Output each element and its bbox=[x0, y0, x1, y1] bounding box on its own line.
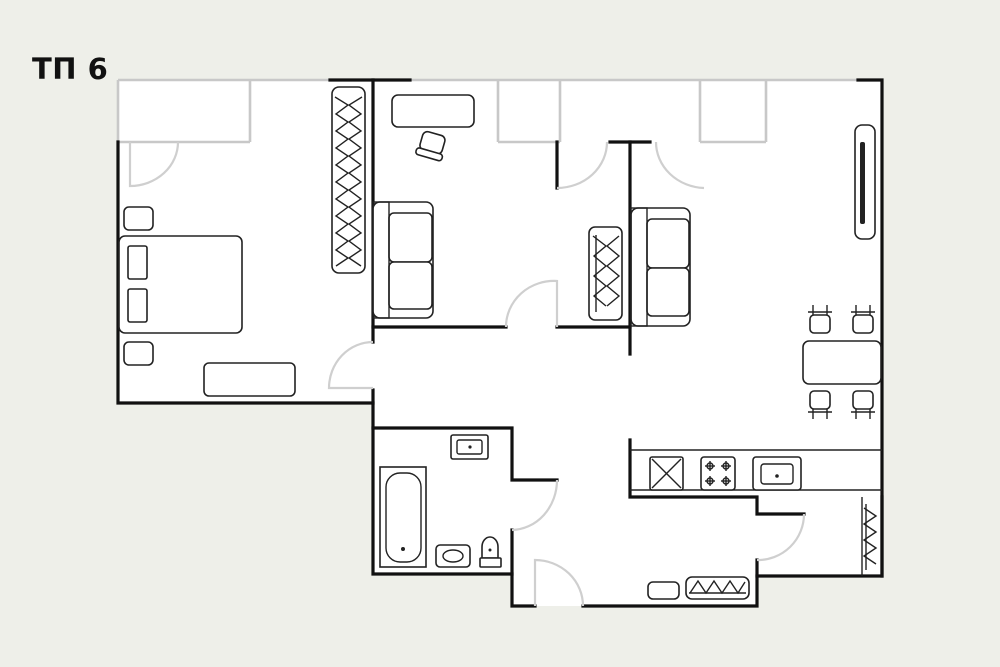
hallway-wardrobe bbox=[685, 576, 750, 600]
windows bbox=[116, 78, 858, 144]
stove bbox=[700, 456, 736, 491]
dishwasher bbox=[649, 456, 684, 491]
plan-title: ТП 6 bbox=[32, 52, 109, 86]
dining-chairs bbox=[808, 305, 875, 419]
kitchen-sink bbox=[752, 456, 802, 491]
doors bbox=[128, 141, 806, 607]
tv-stand bbox=[854, 124, 876, 240]
bathtub bbox=[379, 466, 427, 568]
desk bbox=[391, 94, 475, 128]
nightstand-top bbox=[123, 206, 154, 231]
wardrobe-bedroom bbox=[331, 86, 366, 274]
bidet bbox=[435, 544, 471, 568]
shoe-bench bbox=[647, 581, 680, 600]
nightstand-bottom bbox=[123, 341, 154, 366]
office-chair bbox=[415, 130, 446, 162]
sofa-living bbox=[630, 207, 691, 327]
wardrobe-study bbox=[588, 226, 623, 321]
toilet bbox=[479, 536, 502, 568]
walls bbox=[116, 78, 884, 608]
sofa-study bbox=[372, 201, 434, 319]
double-bed bbox=[118, 235, 243, 334]
right-closet bbox=[861, 497, 878, 576]
bathroom-sink bbox=[450, 434, 489, 460]
dining-table bbox=[802, 340, 882, 385]
floor-area bbox=[118, 80, 882, 606]
dresser bbox=[203, 362, 296, 397]
